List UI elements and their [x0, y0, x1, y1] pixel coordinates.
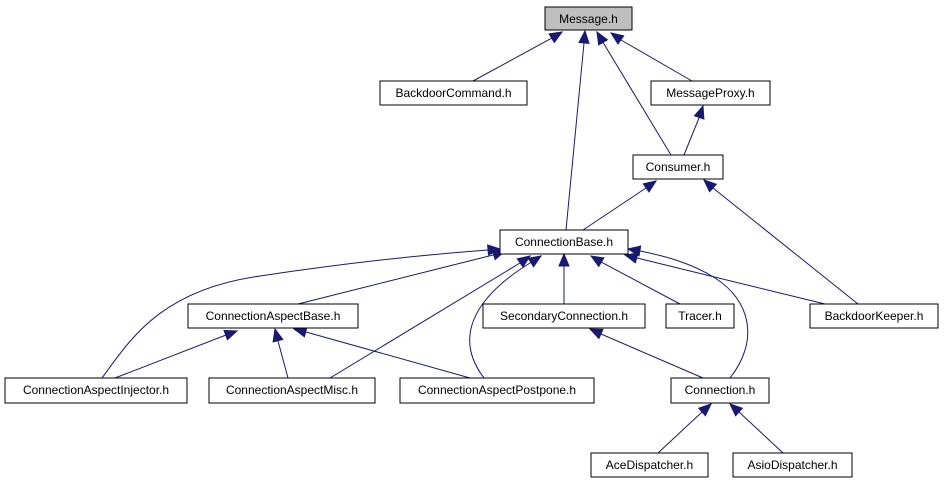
node-message[interactable]: Message.h [544, 6, 633, 31]
edge-connection-aspect-postpone-to-connection-base [469, 255, 542, 379]
node-consumer[interactable]: Consumer.h [632, 154, 724, 180]
arrowhead-consumer-to-message-proxy [693, 104, 705, 120]
arrowhead-message-proxy-to-message [609, 32, 625, 45]
edge-connection-to-connection-base [627, 248, 749, 379]
edge-connection-base-to-consumer [582, 180, 657, 231]
edge-backdoor-keeper-to-consumer [703, 179, 859, 305]
arrowhead-connection-aspect-injector-to-connection-base [487, 244, 502, 256]
node-connection-aspect-postpone-label: ConnectionAspectPostpone.h [418, 383, 576, 397]
arrowhead-asio-dispatcher-to-connection [729, 403, 744, 417]
node-backdoor-command-box [379, 80, 528, 106]
node-connection-aspect-misc-box [208, 377, 376, 404]
arrowhead-connection-to-secondary-connection [588, 328, 604, 340]
nodes-layer: Message.h BackdoorCommand.h MessageProxy… [4, 6, 939, 478]
node-backdoor-keeper-box [809, 303, 939, 329]
arrowhead-connection-base-to-consumer [642, 180, 658, 193]
node-connection-aspect-misc-label: ConnectionAspectMisc.h [226, 383, 358, 397]
node-asio-dispatcher-label: AsioDispatcher.h [747, 458, 837, 472]
node-backdoor-command[interactable]: BackdoorCommand.h [379, 80, 528, 106]
arrowhead-backdoor-keeper-to-connection-base [623, 252, 639, 264]
edge-backdoor-command-to-message [472, 31, 563, 82]
node-tracer-label: Tracer.h [678, 309, 722, 323]
node-ace-dispatcher-label: AceDispatcher.h [606, 458, 693, 472]
node-connection-aspect-base-label: ConnectionAspectBase.h [206, 309, 341, 323]
node-backdoor-command-label: BackdoorCommand.h [395, 86, 511, 100]
arrowhead-connection-aspect-postpone-to-connection-aspect-base [292, 326, 308, 338]
arrowhead-backdoor-keeper-to-consumer [703, 179, 718, 193]
arrowhead-connection-aspect-misc-to-connection-base [516, 255, 532, 268]
node-consumer-label: Consumer.h [646, 160, 711, 174]
node-connection-aspect-injector-box [4, 377, 188, 404]
node-secondary-connection-box [482, 303, 646, 329]
node-message-proxy[interactable]: MessageProxy.h [650, 80, 771, 106]
arrowhead-consumer-to-message [596, 30, 609, 46]
node-ace-dispatcher[interactable]: AceDispatcher.h [590, 452, 709, 478]
node-asio-dispatcher-box [732, 452, 853, 478]
edge-message-proxy-to-message [610, 32, 693, 82]
node-message-proxy-box [650, 80, 771, 106]
node-connection-box [670, 377, 770, 404]
node-connection-aspect-misc[interactable]: ConnectionAspectMisc.h [208, 377, 376, 404]
node-backdoor-keeper[interactable]: BackdoorKeeper.h [809, 303, 939, 329]
edge-connection-aspect-base-to-connection-base [297, 250, 506, 305]
node-connection-aspect-injector-label: ConnectionAspectInjector.h [23, 383, 169, 397]
arrowhead-connection-base-to-message [578, 29, 590, 44]
node-connection[interactable]: Connection.h [670, 377, 770, 404]
edge-backdoor-keeper-to-connection-base [624, 254, 826, 305]
node-secondary-connection[interactable]: SecondaryConnection.h [482, 303, 646, 329]
arrowhead-tracer-to-connection-base [589, 255, 605, 268]
node-connection-aspect-postpone-box [399, 377, 595, 404]
arrowhead-connection-aspect-misc-to-connection-aspect-base [272, 327, 284, 343]
node-tracer-box [665, 303, 735, 329]
arrowhead-backdoor-command-to-message [548, 31, 564, 44]
arrowhead-secondary-connection-to-connection-base [558, 252, 570, 267]
edge-connection-aspect-postpone-to-connection-aspect-base [293, 328, 471, 379]
node-asio-dispatcher[interactable]: AsioDispatcher.h [732, 452, 853, 478]
node-connection-base-label: ConnectionBase.h [515, 235, 613, 249]
arrowhead-connection-aspect-postpone-to-connection-base [527, 255, 543, 268]
arrowhead-connection-aspect-injector-to-connection-aspect-base [223, 329, 239, 341]
node-backdoor-keeper-label: BackdoorKeeper.h [825, 309, 924, 323]
arrowhead-connection-to-connection-base [626, 245, 642, 257]
edge-connection-to-secondary-connection [589, 328, 704, 379]
node-connection-label: Connection.h [685, 383, 756, 397]
node-message-label: Message.h [559, 12, 618, 26]
node-message-proxy-label: MessageProxy.h [666, 86, 754, 100]
node-connection-aspect-injector[interactable]: ConnectionAspectInjector.h [4, 377, 188, 404]
node-message-box [544, 6, 633, 31]
node-secondary-connection-label: SecondaryConnection.h [500, 309, 628, 323]
node-consumer-box [632, 154, 724, 180]
node-connection-aspect-base[interactable]: ConnectionAspectBase.h [187, 303, 359, 329]
arrowhead-ace-dispatcher-to-connection [697, 403, 712, 417]
node-ace-dispatcher-box [590, 452, 709, 478]
edge-connection-base-to-message [565, 30, 586, 231]
edge-connection-aspect-injector-to-connection-base [101, 248, 501, 379]
node-connection-aspect-base-box [187, 303, 359, 329]
node-connection-base[interactable]: ConnectionBase.h [499, 229, 629, 255]
node-connection-aspect-postpone[interactable]: ConnectionAspectPostpone.h [399, 377, 595, 404]
node-connection-base-box [499, 229, 629, 255]
node-tracer[interactable]: Tracer.h [665, 303, 735, 329]
